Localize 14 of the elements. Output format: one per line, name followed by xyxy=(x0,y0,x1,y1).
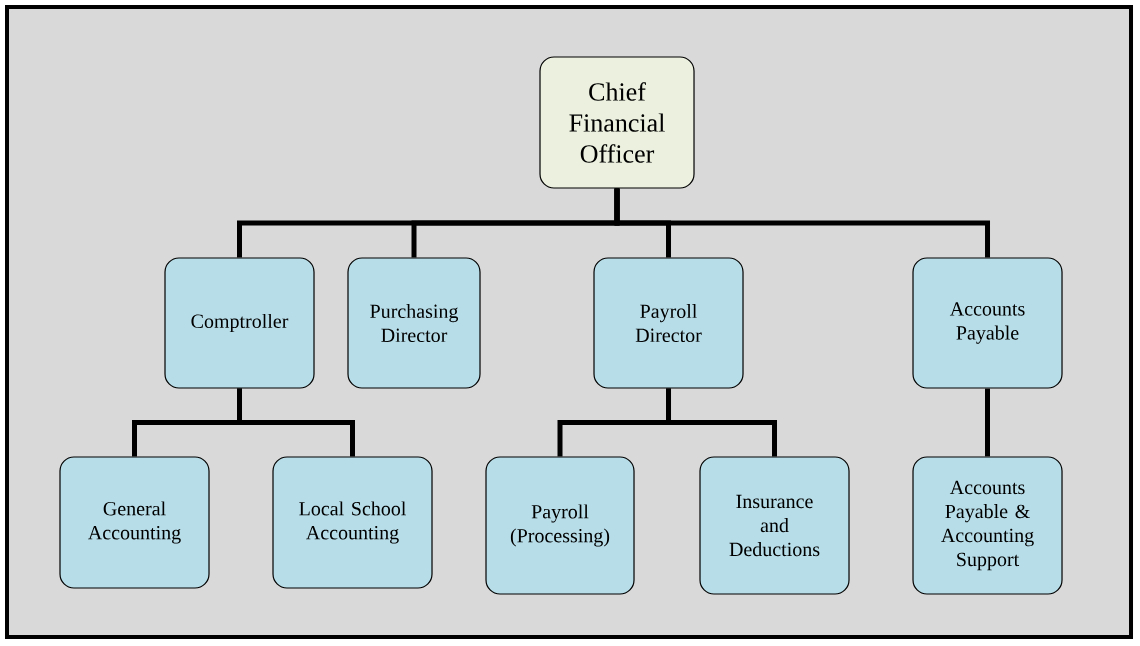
role-box: Purchasing Director xyxy=(347,257,481,389)
connector-line xyxy=(666,388,777,457)
role-box: Payroll Director xyxy=(593,257,744,389)
role-box: Local School Accounting xyxy=(272,456,433,589)
role-box: General Accounting xyxy=(59,456,210,589)
role-box: Payroll (Processing) xyxy=(485,456,635,595)
role-box: Accounts Payable xyxy=(912,257,1063,389)
role-box: Accounts Payable & Accounting Support xyxy=(912,456,1063,595)
connector-line xyxy=(237,388,355,457)
connector-line xyxy=(985,388,990,457)
role-box: Insurance and Deductions xyxy=(699,456,850,595)
title-box: Chief Financial Officer xyxy=(539,56,695,189)
connector-line xyxy=(614,188,990,258)
role-box: Comptroller xyxy=(164,257,315,389)
